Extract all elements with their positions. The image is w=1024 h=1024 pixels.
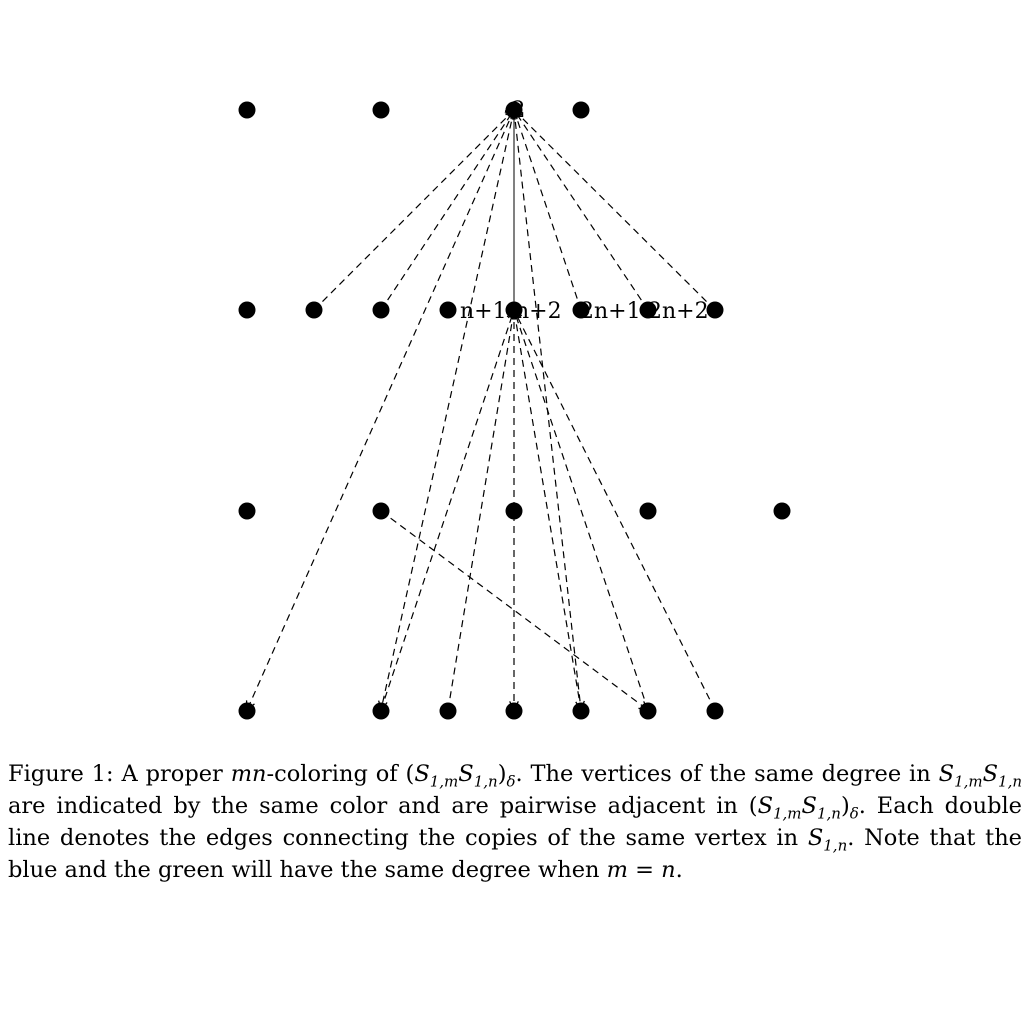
edge-row2-v2-to-hub xyxy=(313,110,514,311)
edge-row4-v5-to-row2-hub xyxy=(514,310,582,711)
vertex xyxy=(639,502,657,520)
figure-label: Figure 1: xyxy=(8,761,114,787)
vertex xyxy=(372,101,390,119)
vertex xyxy=(238,502,256,520)
label-2n-plus-1: 2n+1 xyxy=(580,299,641,324)
vertex-row-2 xyxy=(238,301,724,319)
vertex xyxy=(372,702,390,720)
vertex-row-1 xyxy=(238,101,590,119)
vertex-row2-hub xyxy=(505,301,523,319)
vertex xyxy=(505,702,523,720)
edge-row4-v2-to-row2-hub xyxy=(380,310,514,711)
vertex xyxy=(372,301,390,319)
edge-row2-v7-to-hub xyxy=(514,110,649,311)
edges-other xyxy=(380,310,648,710)
vertex xyxy=(305,301,323,319)
figure-caption: Figure 1: A proper mn-coloring of (S1,mS… xyxy=(8,761,1023,883)
vertex xyxy=(572,101,590,119)
row-2-labels: n+1 n+2 2n+1 2n+2 xyxy=(460,299,709,324)
vertex xyxy=(639,301,657,319)
edges-to-row2-hub xyxy=(380,310,716,711)
edge-row2-v3-to-hub xyxy=(380,110,514,311)
edge-row2-v8-to-hub xyxy=(514,110,716,311)
label-top-hub: -2 xyxy=(504,98,525,123)
vertex-row-3 xyxy=(238,502,791,520)
vertex xyxy=(572,702,590,720)
label-n-plus-1: n+1 xyxy=(460,299,507,324)
vertex xyxy=(372,502,390,520)
edges-to-top-hub xyxy=(313,110,716,311)
vertex xyxy=(706,301,724,319)
edge-row3-v2-to-row4-v6 xyxy=(380,510,648,710)
vertex xyxy=(773,502,791,520)
label-n-plus-2: n+2 xyxy=(515,299,562,324)
vertex-top-hub xyxy=(505,101,523,119)
vertex xyxy=(238,301,256,319)
edge-hub-to-row4-v2 xyxy=(381,109,515,710)
edge-row2-v6-to-hub xyxy=(514,110,582,311)
edge-row4-v3-to-row2-hub xyxy=(447,310,514,711)
graph-diagram: -2 n+1 n+2 2n+1 2n+2 xyxy=(238,98,791,720)
vertex-row-4 xyxy=(238,702,724,720)
vertex xyxy=(505,502,523,520)
edge-row4-v7-to-row2-hub xyxy=(514,310,716,711)
label-2n-plus-2: 2n+2 xyxy=(648,299,709,324)
vertex xyxy=(238,702,256,720)
vertex xyxy=(439,702,457,720)
vertex xyxy=(238,101,256,119)
edge-row4-v6-to-row2-hub xyxy=(514,310,649,711)
vertex xyxy=(639,702,657,720)
vertex xyxy=(572,301,590,319)
vertex xyxy=(439,301,457,319)
vertex xyxy=(706,702,724,720)
edge-hub-to-row4-v1 xyxy=(247,109,515,710)
